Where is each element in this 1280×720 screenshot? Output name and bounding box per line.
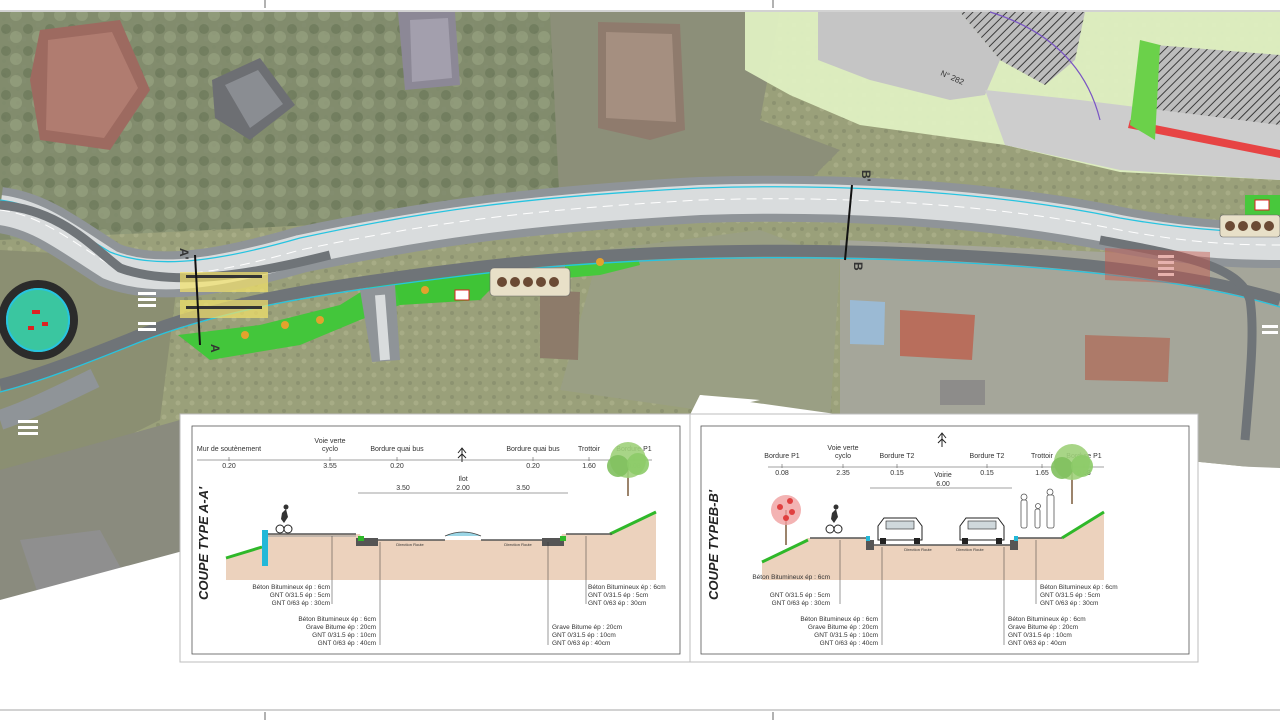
dimension-value: 0.20 [222,463,236,470]
section-b-prime-marker: B' [859,170,873,182]
tree-icon [607,442,649,496]
dimension-value: 0.20 [390,463,404,470]
dimension-value: 0.15 [890,470,904,477]
section-aa: COUPE TYPE A-A' Mur de soutènement 0.20 Vo… [191,425,681,655]
pavement-layer-label: Grave Bitume ép : 20cm [306,624,376,631]
dimension-label: Bordure quai bus [506,446,560,453]
pavement-layer-label: GNT 0/63 ép : 40cm [318,640,376,647]
lane-tag-left: Direction Route [396,542,424,547]
dimension-label: Bordure quai bus [370,446,424,453]
dimension-label: cyclo [835,453,851,460]
island-value: 2.00 [456,485,470,492]
dimension-value: 2.35 [836,470,850,477]
dimension-value: 3.55 [323,463,337,470]
dimension-label: Mur de soutènement [197,446,261,453]
lane-tag-right: Direction Route [956,547,984,552]
pavement-layer-label: Béton Bitumineux ép : 6cm [1008,616,1086,623]
pavement-layer-label: GNT 0/31.5 ép : 10cm [1008,632,1072,639]
pavement-layer-label: Béton Bitumineux ép : 6cm [800,616,878,623]
section-cut-b: B' B [844,170,873,271]
pavement-layer-label: GNT 0/31.5 ép : 5cm [1040,592,1100,599]
dimension-label: Bordure T2 [880,453,915,460]
island-label: Ilot [458,476,467,483]
pavement-layer-label: Grave Bitume ép : 20cm [552,624,622,631]
pavement-layer-label: GNT 0/63 ép : 30cm [272,600,330,607]
cadastre-overlay: N° 282 [745,11,1280,180]
section-b-marker: B [851,262,865,271]
main-road [0,175,1280,441]
pavement-layer-label: Béton Bitumineux ép : 6cm [1040,584,1118,591]
pavement-layer-label: GNT 0/63 ép : 40cm [820,640,878,647]
pavement-layer-label: GNT 0/31.5 ép : 5cm [270,592,330,599]
pavement-layer-label: Grave Bitume ép : 20cm [1008,624,1078,631]
dimension-label: Bordure P1 [764,453,800,460]
north-arrow-icon [937,432,947,447]
cyclist-icon [275,504,293,534]
pavement-layer-label: GNT 0/63 ép : 30cm [1040,600,1098,607]
section-a-prime-marker: A' [177,248,191,260]
section-aa-profile: Direction Route Direction Route [225,442,657,645]
dimension-label: Voie verte [314,438,345,445]
section-bb-profile: Direction Route Direction Route [761,444,1105,645]
pavement-layer-label: GNT 0/31.5 ép : 10cm [312,632,376,639]
pavement-layer-label: GNT 0/31.5 ép : 5cm [770,592,830,599]
lane-tag-left: Direction Route [904,547,932,552]
pavement-layer-label: Grave Bitume ép : 20cm [808,624,878,631]
lane-left-value: 3.50 [396,485,410,492]
section-a-marker: A [208,344,222,353]
pavement-layer-label: Béton Bitumineux ép : 6cm [298,616,376,623]
car-icon [959,517,1005,544]
section-aa-title: COUPE TYPE A-A' [196,486,211,600]
dimension-label: cyclo [322,446,338,453]
pavement-layer-label: GNT 0/63 ép : 30cm [772,600,830,607]
car-icon [877,517,923,544]
dimension-label: Voie verte [827,445,858,452]
buildings [20,12,1170,600]
pedestrian-icon [1020,488,1055,529]
section-cut-a: A' A [177,248,222,353]
dimension-label: Bordure T2 [970,453,1005,460]
north-arrow-icon [457,447,467,462]
dimension-value: 0.08 [775,470,789,477]
bb-layer-top: Béton Bitumineux ép : 6cm [752,574,830,581]
dimension-value: 1.60 [582,463,596,470]
pavement-layer-label: GNT 0/31.5 ép : 10cm [814,632,878,639]
lane-tag-right: Direction Route [504,542,532,547]
dimension-label: Trottoir [578,446,601,453]
dimension-value: 0.15 [980,470,994,477]
pavement-layer-label: GNT 0/63 ép : 40cm [1008,640,1066,647]
dimension-value: 1.65 [1035,470,1049,477]
pavement-layer-label: Béton Bitumineux ép : 6cm [588,584,666,591]
dimension-value: 0.20 [526,463,540,470]
tree-icon [771,495,801,545]
pavement-layer-label: Béton Bitumineux ép : 6cm [252,584,330,591]
tree-icon [1051,444,1093,504]
lane-right-value: 3.50 [516,485,530,492]
section-bb: COUPE TYPEB-B' Bordure P1 0.08 Voie vertec… [700,425,1190,655]
pavement-layer-label: GNT 0/31.5 ép : 5cm [588,592,648,599]
dimension-label: Trottoir [1031,453,1054,460]
road-label: Voirie [934,472,952,479]
cyclist-icon [825,504,843,534]
pavement-layer-label: GNT 0/31.5 ép : 10cm [552,632,616,639]
pavement-layer-label: GNT 0/63 ép : 40cm [552,640,610,647]
road-value: 6.00 [936,481,950,488]
pavement-layer-label: GNT 0/63 ép : 30cm [588,600,646,607]
section-bb-title: COUPE TYPEB-B' [706,489,721,600]
